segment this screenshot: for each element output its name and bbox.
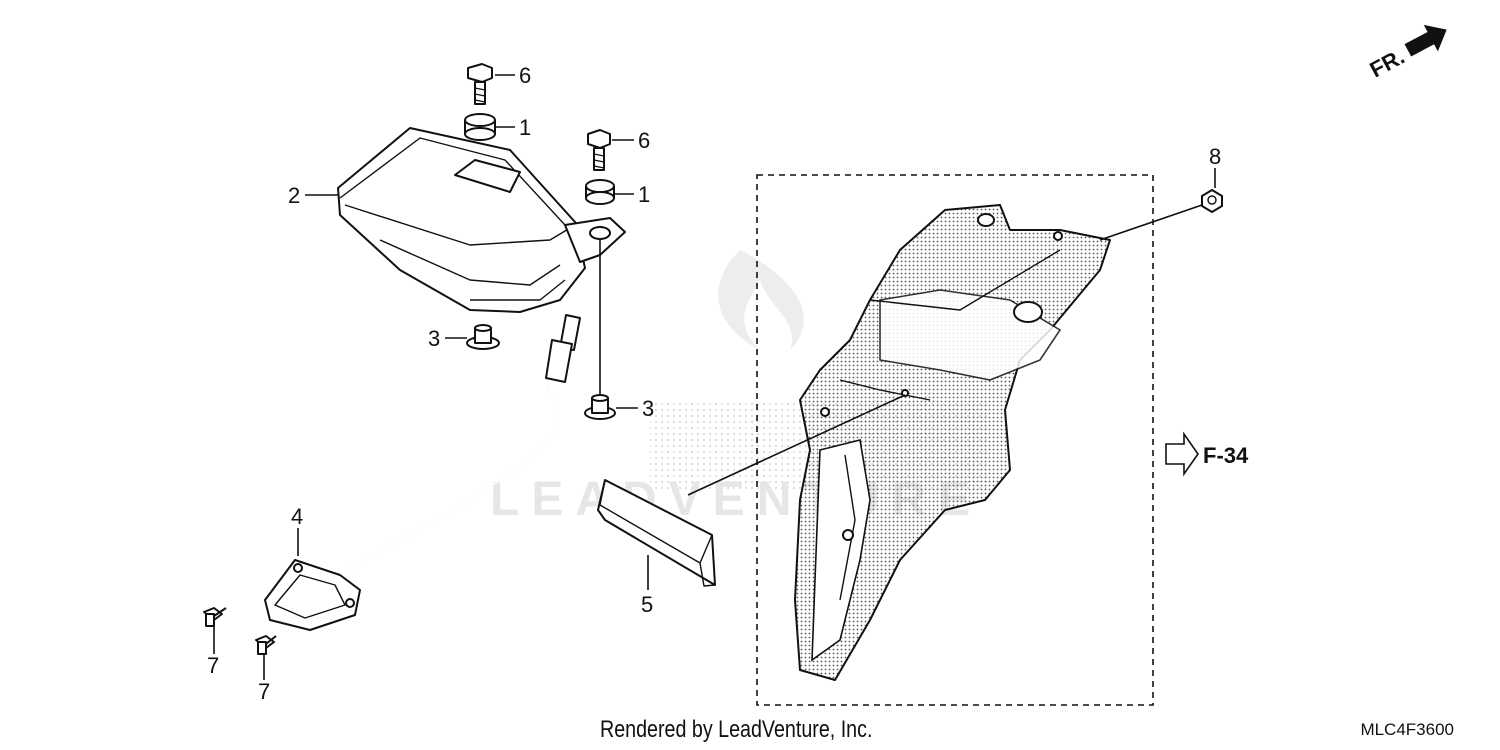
nut-8	[1201, 189, 1223, 213]
license-light-4	[264, 559, 361, 631]
reference-arrow	[1165, 431, 1199, 477]
collar-3-right	[584, 394, 616, 420]
front-label: FR.	[1366, 44, 1409, 83]
callout-2: 2	[288, 183, 300, 208]
callout-6-right: 6	[638, 128, 650, 153]
bolt-6-top	[467, 63, 493, 105]
rear-fender	[794, 204, 1111, 681]
callout-3-left: 3	[428, 326, 440, 351]
footer-credit: Rendered by LeadVenture, Inc.	[600, 716, 873, 743]
front-indicator: FR.	[1366, 24, 1447, 83]
callout-6-top: 6	[519, 63, 531, 88]
callout-1-right: 1	[638, 182, 650, 207]
grommet-1-right	[585, 179, 615, 205]
bolt-6-right	[587, 129, 611, 171]
callout-5: 5	[641, 592, 653, 617]
leader-lines	[213, 74, 1216, 680]
callout-1-top: 1	[519, 115, 531, 140]
collar-3-left	[466, 324, 500, 350]
screw-7-left	[203, 607, 227, 627]
callout-7-left: 7	[207, 653, 219, 678]
taillight-2	[337, 127, 626, 313]
diagram-code: MLC4F3600	[1360, 720, 1454, 739]
license-light-wire	[329, 314, 581, 581]
callout-3-right: 3	[642, 396, 654, 421]
callout-4: 4	[291, 504, 303, 529]
grommet-1-top	[464, 113, 496, 141]
callout-8: 8	[1209, 144, 1221, 169]
screw-7-right	[255, 635, 277, 655]
callout-7-right: 7	[258, 679, 270, 704]
fender-assembly-box	[756, 174, 1154, 706]
reflector-5	[597, 479, 716, 587]
reference-label: F-34	[1203, 443, 1249, 468]
